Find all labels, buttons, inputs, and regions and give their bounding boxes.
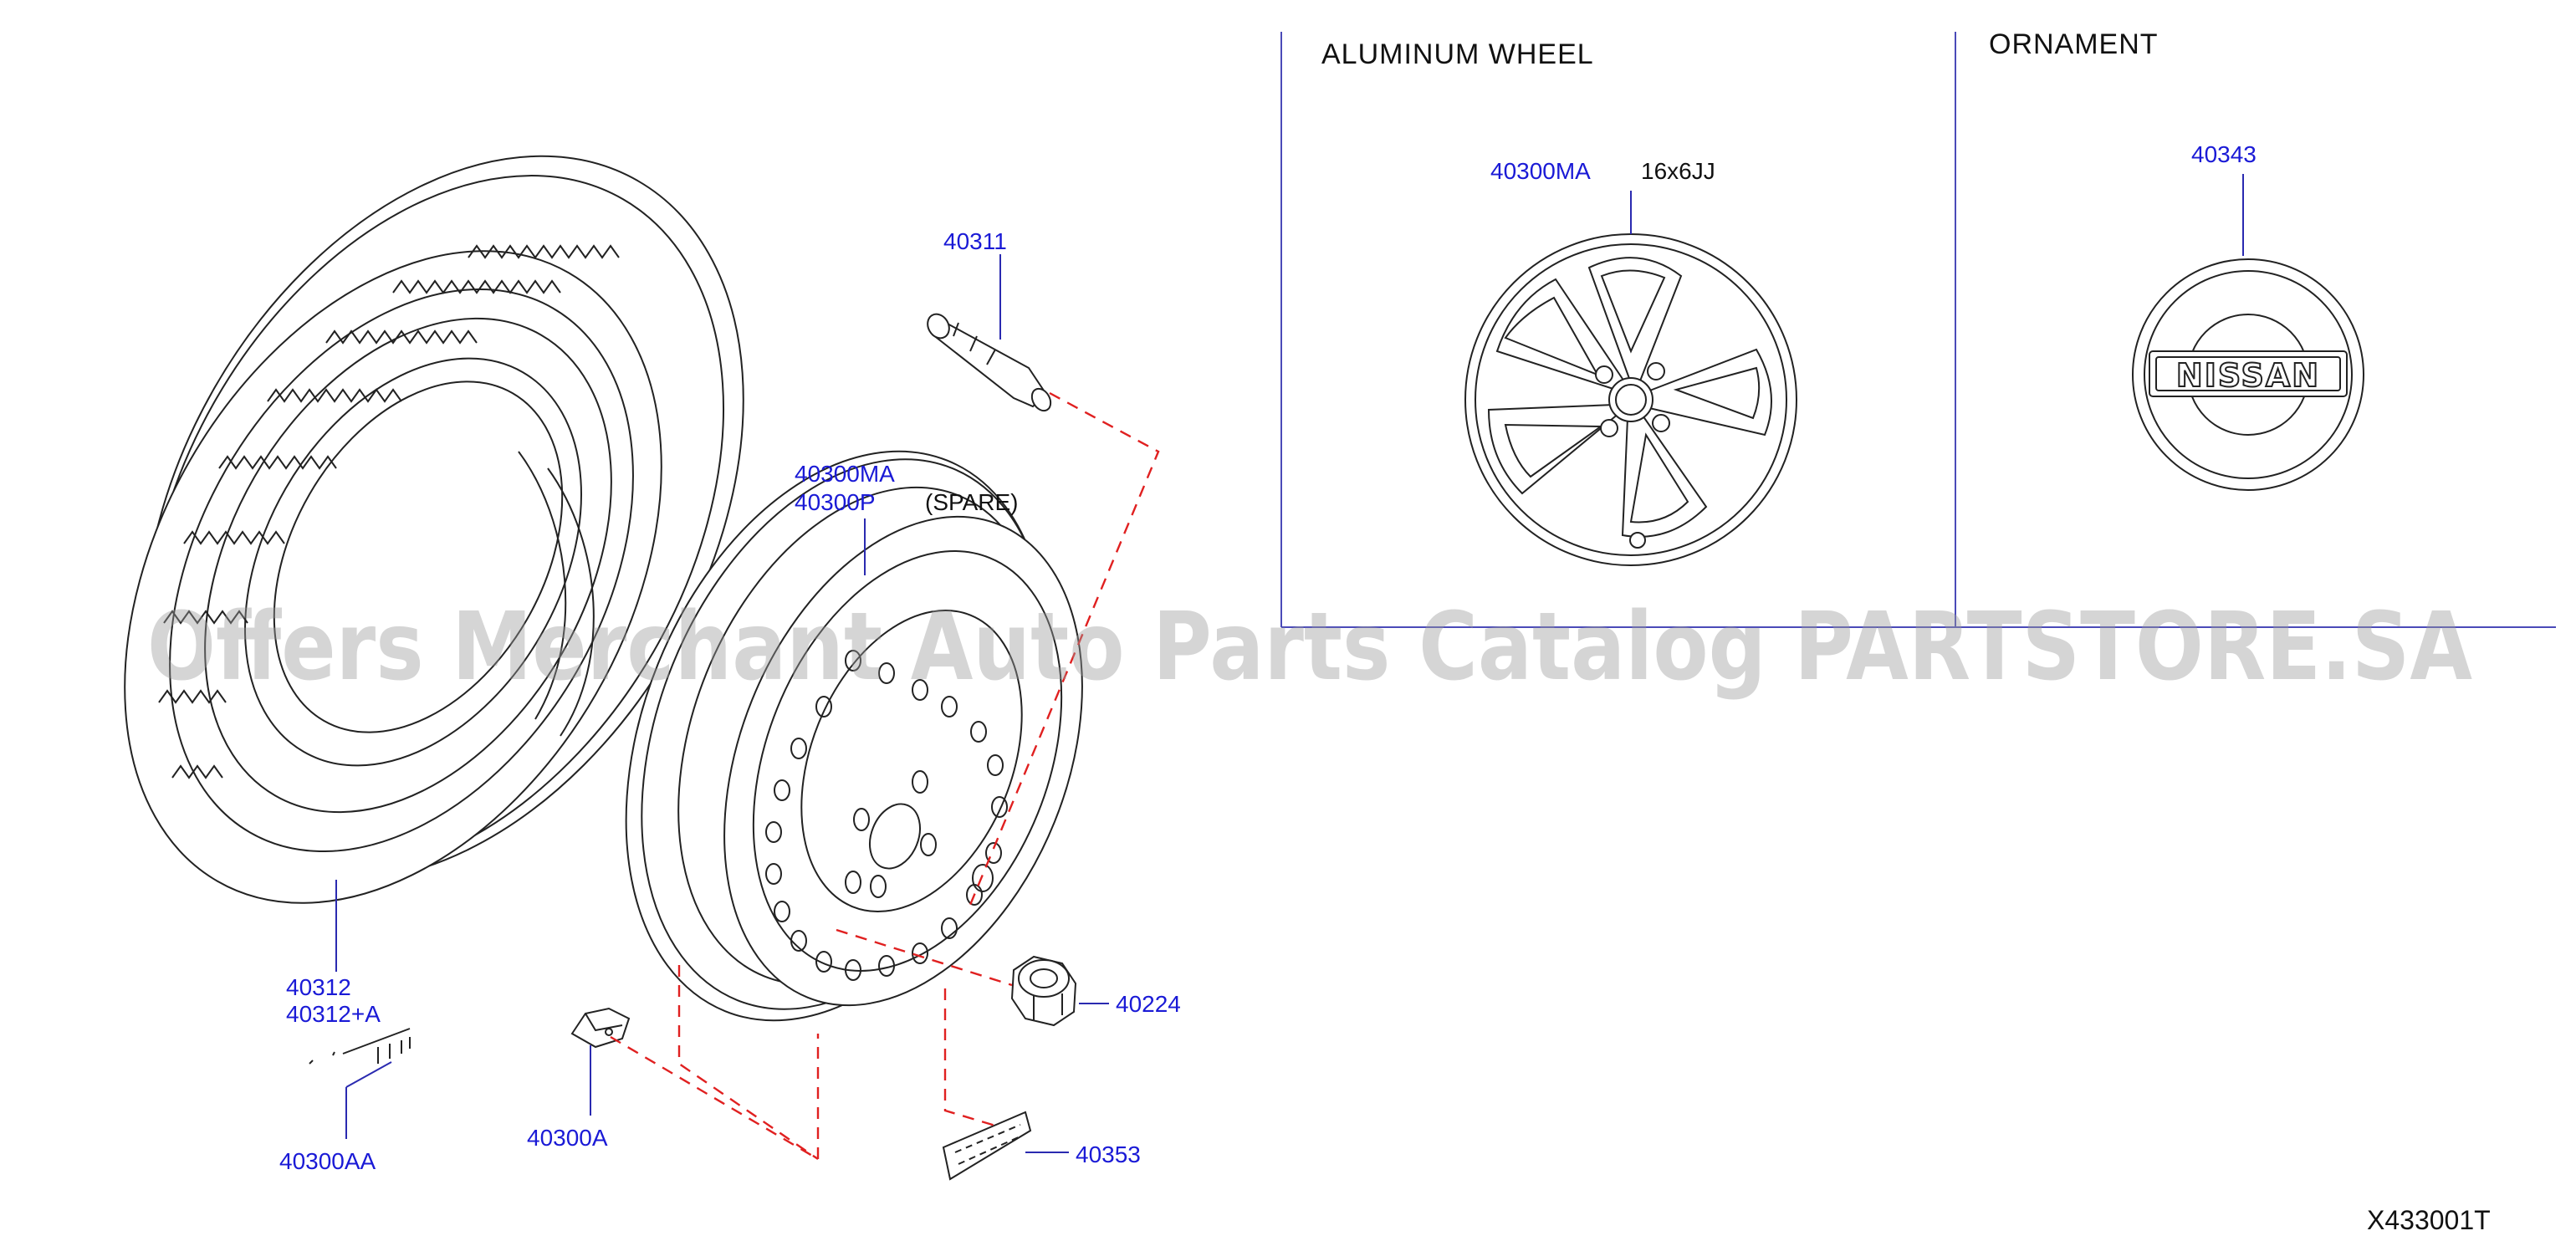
part-label-40300a[interactable]: 40300A bbox=[527, 1125, 608, 1151]
wheel-nut-drawing bbox=[1010, 955, 1077, 1027]
part-label-40353[interactable]: 40353 bbox=[1076, 1141, 1141, 1167]
part-label-40300aa[interactable]: 40300AA bbox=[279, 1148, 376, 1174]
aluminum-wheel-drawing bbox=[1464, 233, 1797, 566]
part-label-40300ma-spare[interactable]: 40300MA bbox=[795, 461, 895, 487]
part-label-40300p[interactable]: 40300P bbox=[795, 489, 876, 515]
spare-note: (SPARE) bbox=[925, 489, 1019, 515]
part-label-40311[interactable]: 40311 bbox=[943, 228, 1007, 254]
alloy-wheel-size: 16x6JJ bbox=[1641, 158, 1715, 184]
watermark: Offers Merchant Auto Parts Catalog PARTS… bbox=[147, 593, 2472, 702]
dashed-guides bbox=[610, 391, 1160, 1161]
drawing-code: X433001T bbox=[2367, 1205, 2491, 1235]
valve-drawing bbox=[927, 313, 1052, 412]
aluminum-wheel-title: ALUMINUM WHEEL bbox=[1321, 38, 1594, 70]
part-label-40224[interactable]: 40224 bbox=[1116, 991, 1181, 1017]
panel-frame bbox=[1280, 32, 2556, 628]
part-label-40300ma-aluminum[interactable]: 40300MA bbox=[1490, 158, 1591, 184]
nissan-logo: NISSAN bbox=[2176, 357, 2320, 394]
ornament-title: ORNAMENT bbox=[1989, 28, 2159, 60]
steel-wheel-drawing bbox=[625, 450, 1083, 1022]
part-label-40312[interactable]: 40312 bbox=[286, 974, 351, 1000]
tire-label-drawing bbox=[309, 1028, 411, 1065]
part-label-40343[interactable]: 40343 bbox=[2191, 141, 2257, 167]
wheel-weight-drawing bbox=[570, 1007, 631, 1049]
tire-drawing bbox=[124, 155, 744, 904]
caution-tag-drawing bbox=[942, 1111, 1032, 1181]
ornament-drawing: NISSAN bbox=[2132, 258, 2364, 491]
part-label-40312-a[interactable]: 40312+A bbox=[286, 1001, 381, 1027]
leader-lines bbox=[335, 174, 2244, 1153]
